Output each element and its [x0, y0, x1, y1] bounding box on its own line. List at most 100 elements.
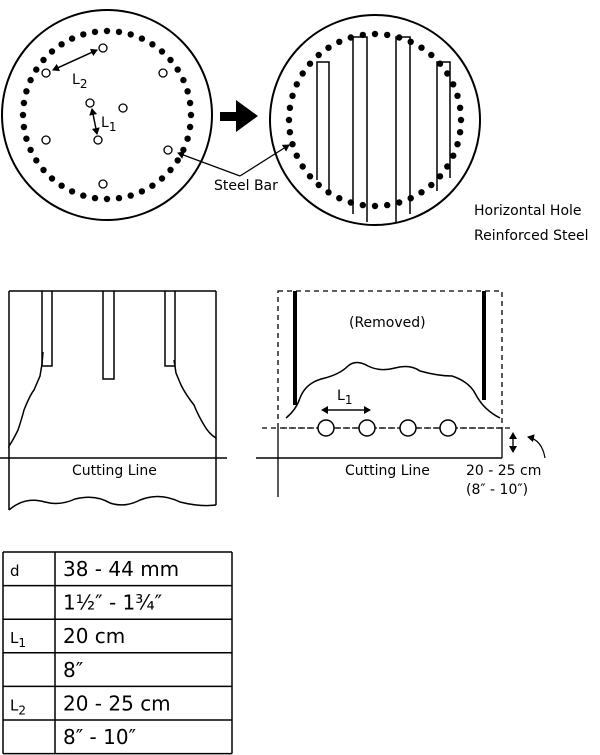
horizontal-hole-label: Horizontal Hole: [474, 203, 582, 219]
removed-label: (Removed): [349, 315, 426, 331]
drill-hole-slot: [41, 291, 53, 367]
steel-bar-dot: [115, 28, 123, 36]
steel-bar-dot: [457, 116, 465, 124]
steel-bar-dot: [456, 129, 464, 136]
steel-bar-dot: [293, 81, 300, 88]
table-value: 8″ - 10″: [63, 725, 136, 749]
steel-bar-dot: [33, 157, 40, 164]
steel-bar-dot: [299, 163, 306, 170]
steel-bar-dot: [180, 146, 187, 154]
core-outline: [269, 14, 481, 226]
l1-label: L1: [101, 115, 116, 134]
horizontal-hole: [317, 419, 335, 437]
steel-bar-dot: [48, 48, 56, 55]
steel-bar-dot: [149, 182, 156, 189]
steel-bar-dot: [40, 56, 47, 64]
steel-bar-dot: [336, 38, 343, 45]
steel-bar-dot: [138, 188, 146, 195]
slot-cut: [436, 61, 451, 191]
steel-bar-dot: [418, 189, 425, 196]
drill-hole: [85, 98, 95, 108]
steel-bar-dot: [384, 31, 391, 39]
cutting-line-label-right: Cutting Line: [345, 463, 430, 479]
drill-hole: [163, 145, 173, 155]
slot-cut: [395, 36, 411, 222]
steel-bar-dot: [444, 70, 451, 77]
steel-bar-dot: [454, 92, 461, 100]
depth-metric-label: 20 - 25 cm: [466, 463, 541, 479]
steel-bar-dot: [80, 192, 87, 199]
fracture-line: [173, 291, 217, 440]
steel-bar-dot: [347, 34, 354, 41]
steel-bar-dot: [454, 141, 461, 148]
steel-bar-dot: [68, 35, 76, 42]
l2-arrow: [52, 48, 98, 71]
steel-bar-dot: [418, 44, 425, 51]
steel-bar-dot: [306, 60, 314, 67]
steel-bar-dot: [384, 201, 391, 209]
steel-bar-dot: [396, 199, 403, 206]
steel-bar-dot: [186, 99, 194, 107]
steel-bar-dot: [27, 76, 34, 84]
steel-bar-dot: [450, 81, 457, 88]
steel-bar-dot: [325, 44, 332, 51]
core-section-right: [256, 290, 546, 497]
table-key: L2: [10, 696, 26, 717]
steel-bar-dot: [23, 88, 30, 95]
steel-bar-dot: [174, 157, 181, 164]
steel-bar-dot: [180, 76, 187, 84]
table-row: 1½″ - 1¾″: [63, 591, 162, 615]
table-grid: [2, 551, 233, 755]
steel-bar-dot: [20, 99, 28, 107]
steel-bar-dot: [428, 51, 435, 59]
fracture-line: [285, 361, 501, 419]
steel-bar-dot: [407, 38, 414, 45]
steel-bar-dot: [396, 34, 403, 41]
steel-bar-dot: [456, 104, 464, 112]
steel-bar-dot: [58, 41, 65, 48]
table-value: 8″: [63, 658, 83, 682]
table-row: 8″ - 10″: [63, 725, 136, 749]
slot-cut: [352, 36, 368, 222]
steel-bar-dot: [184, 88, 191, 95]
core-outline: [1, 9, 213, 221]
depth-imperial-label: (8″ - 10″): [466, 482, 528, 498]
steel-bar-dots-left: [19, 27, 195, 203]
steel-bar-dot: [149, 41, 156, 48]
steel-bar-dot: [371, 202, 379, 210]
steel-bar-dot: [436, 60, 444, 67]
steel-bar-dot: [428, 181, 435, 189]
steel-bar-dot: [325, 189, 332, 196]
table-row: 8″: [63, 658, 83, 682]
steel-bar-dot: [91, 28, 99, 36]
steel-bar-dot: [158, 48, 166, 55]
steel-bar-dot: [407, 195, 414, 202]
drill-hole: [98, 179, 108, 189]
l1-dimension-label: L1: [337, 388, 352, 407]
table-row: L2 20 - 25 cm: [10, 691, 171, 717]
steel-bar-label: Steel Bar: [214, 178, 278, 194]
steel-bar-dot: [80, 31, 87, 38]
steel-bar-dot: [293, 152, 300, 159]
steel-bar-dot: [315, 181, 322, 189]
drill-holes-left: [41, 43, 173, 189]
steel-bar-dot: [286, 104, 294, 112]
steel-bar-dots-right: [285, 30, 465, 210]
reinforced-steel-label: Reinforced Steel: [474, 228, 589, 244]
steel-bar-dot: [167, 56, 174, 64]
steel-bar-dot: [315, 51, 322, 59]
steel-bar-dot: [285, 116, 293, 124]
drill-hole: [41, 135, 51, 145]
drill-hole: [118, 103, 128, 113]
transform-arrow-icon: [220, 100, 258, 132]
steel-bar-dot: [359, 31, 366, 39]
steel-bar-dot: [347, 199, 354, 206]
table-value: 20 - 25 cm: [63, 691, 171, 715]
steel-bar-dot: [187, 111, 195, 119]
depth-leader: [527, 434, 546, 459]
steel-bar-dot: [127, 31, 134, 38]
steel-bar-leader: [177, 151, 241, 177]
